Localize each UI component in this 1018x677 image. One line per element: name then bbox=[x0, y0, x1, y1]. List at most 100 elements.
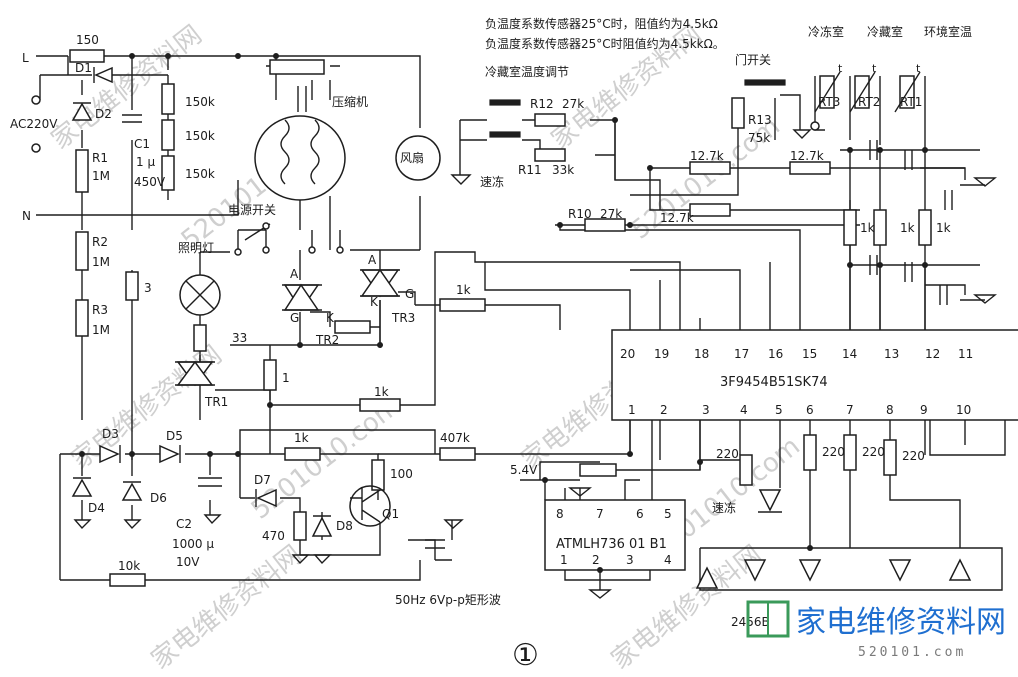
label-r2: R2 bbox=[92, 235, 108, 249]
push-button-fridge bbox=[489, 99, 521, 106]
sensor-note-2: 负温度系数传感器25°C时阻值约为4.5kkΩ。 bbox=[485, 36, 725, 51]
watermark-text: 家电维修资料网 bbox=[46, 20, 208, 156]
resistor-10k bbox=[109, 573, 146, 587]
mcu-pins: 20 19 18 17 16 15 14 13 12 11 1 2 3 4 5 … bbox=[620, 347, 973, 417]
resistor-r2 bbox=[75, 231, 89, 271]
label-3: 3 bbox=[144, 281, 152, 295]
label-d3: D3 bbox=[102, 427, 119, 441]
label-c1: C1 bbox=[134, 137, 150, 151]
diode-d3 bbox=[99, 444, 120, 464]
mcu-pin: 3 bbox=[702, 403, 710, 417]
label-pin-k: K bbox=[326, 311, 335, 325]
resistor-150k bbox=[161, 119, 175, 151]
label-fridge: 冷藏室 bbox=[867, 24, 903, 39]
regulator-pin: 7 bbox=[596, 507, 604, 521]
diode-d1 bbox=[94, 66, 113, 84]
regulator-name: ATMLH736 01 B1 bbox=[556, 537, 667, 552]
mcu-pin: 12 bbox=[925, 347, 940, 361]
label-c2: C2 bbox=[176, 517, 192, 531]
mcu-pin: 1 bbox=[628, 403, 636, 417]
label-d2: D2 bbox=[95, 107, 112, 121]
mcu-pin: 19 bbox=[654, 347, 669, 361]
label-sensor-1k: 1k bbox=[936, 221, 951, 235]
label-pin-a: A bbox=[290, 267, 299, 281]
resistor-r1 bbox=[75, 149, 89, 193]
resistor-150 bbox=[69, 49, 105, 63]
resistor-1k-tr3 bbox=[439, 298, 486, 312]
label-rt1: RT1 bbox=[900, 95, 922, 109]
mcu-pin: 9 bbox=[920, 403, 928, 417]
lamp-resistor bbox=[193, 324, 207, 352]
label-quick-freeze-led: 速冻 bbox=[712, 500, 736, 515]
label-d5: D5 bbox=[166, 429, 183, 443]
diode-d8 bbox=[311, 516, 333, 537]
label-sensor-1k: 1k bbox=[860, 221, 875, 235]
labels: 负温度系数传感器25°C时，阻值约为4.5kΩ 负温度系数传感器25°C时阻值约… bbox=[10, 16, 972, 673]
label-r13-value: 75k bbox=[748, 131, 770, 145]
regulator-pin: 3 bbox=[626, 553, 634, 567]
mcu-pin: 14 bbox=[842, 347, 857, 361]
label-r3: R3 bbox=[92, 303, 108, 317]
mcu-pin: 16 bbox=[768, 347, 783, 361]
label-r10: R10 bbox=[568, 207, 592, 221]
label-r1: R1 bbox=[92, 151, 108, 165]
resistor-470 bbox=[293, 511, 307, 541]
regulator-pin: 4 bbox=[664, 553, 672, 567]
label-1k-tr1: 1k bbox=[374, 385, 389, 399]
label-d1: D1 bbox=[75, 61, 92, 75]
label-220: 220 bbox=[902, 449, 925, 463]
label-r3-value: 1M bbox=[92, 323, 110, 337]
resistor-r12 bbox=[534, 113, 566, 127]
label-c2-voltage: 10V bbox=[176, 555, 200, 569]
resistor-sensor-1k bbox=[873, 209, 887, 246]
label-live: L bbox=[22, 51, 29, 65]
mcu-pin: 8 bbox=[886, 403, 894, 417]
display-led bbox=[743, 559, 767, 582]
label-r10-value: 27k bbox=[600, 207, 622, 221]
label-r13: R13 bbox=[748, 113, 772, 127]
mcu-pin: 15 bbox=[802, 347, 817, 361]
mcu-pin: 13 bbox=[884, 347, 899, 361]
resistor-sensor-1k bbox=[843, 209, 857, 246]
label-display: 2456B bbox=[731, 615, 770, 629]
label-5v4: 5.4V bbox=[510, 463, 538, 477]
ground-symbol bbox=[73, 129, 997, 599]
label-d8: D8 bbox=[336, 519, 353, 533]
mcu-pin: 6 bbox=[806, 403, 814, 417]
regulator-pin: 8 bbox=[556, 507, 564, 521]
resistor-33 bbox=[334, 320, 371, 334]
regulator-pin: 5 bbox=[664, 507, 672, 521]
mcu-pin: 5 bbox=[775, 403, 783, 417]
label-220: 220 bbox=[716, 447, 739, 461]
label-1k-q1: 1k bbox=[294, 431, 309, 445]
resistor-1k-tr1 bbox=[359, 398, 401, 412]
label-tr3: TR3 bbox=[391, 311, 415, 325]
label-d4: D4 bbox=[88, 501, 105, 515]
regulator-pins: 8 7 6 5 1 2 3 4 bbox=[556, 507, 672, 567]
display-led bbox=[695, 566, 719, 589]
watermark-text: 家电维修资料网 bbox=[66, 340, 228, 476]
fan-motor bbox=[395, 135, 441, 181]
mcu-pin: 17 bbox=[734, 347, 749, 361]
resistor-r11 bbox=[534, 148, 566, 162]
label-d7: D7 bbox=[254, 473, 271, 487]
door-switch bbox=[744, 79, 786, 86]
diode-d6 bbox=[121, 482, 143, 501]
label-d6: D6 bbox=[150, 491, 167, 505]
resistor-12k7 bbox=[689, 203, 731, 217]
label-1: 1 bbox=[282, 371, 290, 385]
regulator-pin: 2 bbox=[592, 553, 600, 567]
label-neutral: N bbox=[22, 209, 31, 223]
resistor-12k7 bbox=[789, 161, 831, 175]
components bbox=[31, 49, 1018, 599]
resistor-220 bbox=[843, 434, 857, 471]
label-470: 470 bbox=[262, 529, 285, 543]
mcu-name: 3F9454B51SK74 bbox=[720, 375, 828, 390]
label-tr1: TR1 bbox=[204, 395, 228, 409]
label-freezer: 冷冻室 bbox=[808, 24, 844, 39]
label-t: t bbox=[872, 62, 877, 75]
resistor-1k-q1 bbox=[284, 447, 321, 461]
diode-d5 bbox=[159, 444, 180, 464]
label-power-switch: 电源开关 bbox=[228, 203, 276, 217]
label-t: t bbox=[838, 62, 843, 75]
